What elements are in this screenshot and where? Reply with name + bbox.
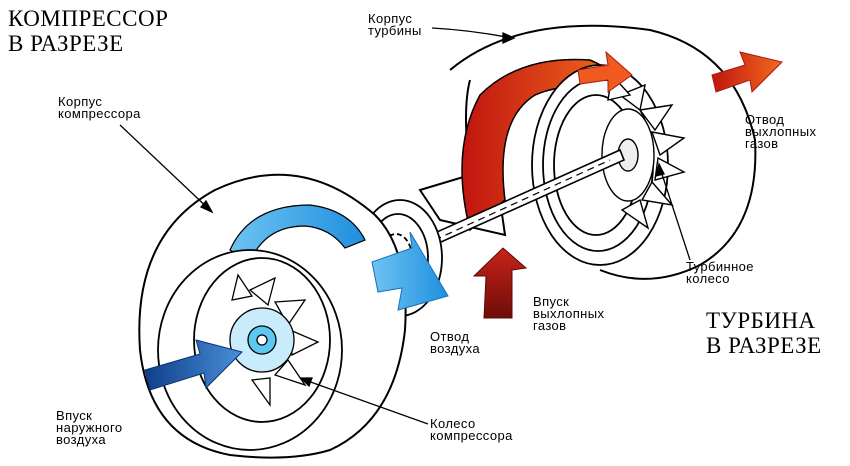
turbine-wheel bbox=[601, 73, 686, 230]
leader-compressor-wheel bbox=[304, 379, 429, 425]
label-compressor-wheel: Колесо компрессора bbox=[430, 416, 513, 443]
leader-turbine-wheel bbox=[659, 167, 691, 261]
turbine-cutaway-title: ТУРБИНА В РАЗРЕЗЕ bbox=[706, 308, 822, 358]
leader-lines bbox=[119, 27, 691, 425]
label-turbine-housing: Корпус турбины bbox=[368, 11, 422, 38]
label-exhaust-outlet: Отвод выхлопных газов bbox=[745, 112, 817, 151]
exhaust-outlet-arrow bbox=[711, 51, 783, 94]
compressor-wheel bbox=[229, 273, 320, 408]
label-exhaust-inlet: Впуск выхлопных газов bbox=[533, 294, 605, 333]
label-turbine-wheel: Турбинное колесо bbox=[686, 259, 754, 286]
exhaust-volute-arrow bbox=[577, 50, 633, 93]
label-compressor-housing: Корпус компрессора bbox=[58, 94, 141, 121]
label-air-outlet: Отвод воздуха bbox=[430, 329, 480, 356]
leader-compressor-housing bbox=[119, 124, 213, 213]
compressor-volute bbox=[229, 204, 366, 263]
air-outlet-arrow bbox=[371, 231, 449, 311]
compressor-cutaway-title: КОМПРЕССОР В РАЗРЕЗЕ bbox=[8, 6, 169, 56]
air-inlet-arrow bbox=[144, 339, 243, 391]
leader-turbine-housing bbox=[431, 27, 513, 39]
label-outside-air-inlet: Впуск наружного воздуха bbox=[56, 408, 123, 447]
exhaust-inlet-arrow bbox=[472, 247, 528, 319]
